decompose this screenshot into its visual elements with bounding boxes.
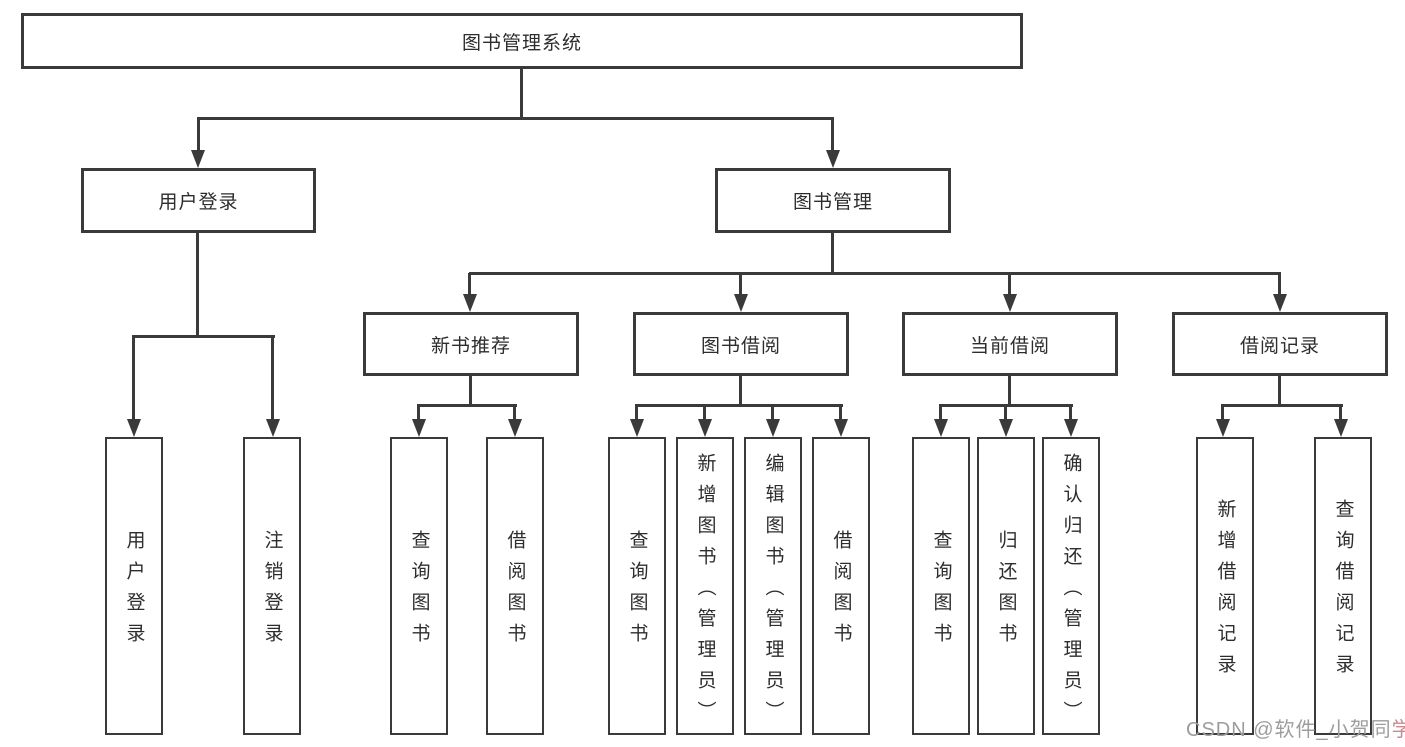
arrow-down-icon: [508, 419, 522, 437]
arrow-down-icon: [127, 419, 141, 437]
node-new-book-recommend: 新书推荐: [363, 312, 579, 376]
arrow-down-icon: [1334, 419, 1348, 437]
connector-line: [831, 233, 834, 275]
leaf-logout: 注销登录: [243, 437, 301, 735]
arrow-down-icon: [834, 419, 848, 437]
leaf-add-book-admin: 新增图书（管理员）: [676, 437, 734, 735]
leaf-edit-book-admin-label: 编辑图书（管理员）: [762, 452, 784, 732]
leaf-query-books-borrowing-label: 查询图书: [626, 530, 648, 654]
node-user-login-label: 用户登录: [158, 192, 239, 213]
leaf-query-books-current: 查询图书: [912, 437, 970, 735]
connector-line: [1278, 376, 1281, 406]
connector-line: [831, 118, 834, 152]
arrow-down-icon: [463, 294, 477, 312]
arrow-down-icon: [734, 294, 748, 312]
node-book-borrowing: 图书借阅: [633, 312, 849, 376]
leaf-borrow-books-recommend: 借阅图书: [486, 437, 544, 735]
connector-line: [132, 335, 135, 421]
connector-line: [1278, 273, 1281, 296]
connector-line: [468, 273, 471, 296]
node-book-management: 图书管理: [715, 168, 951, 233]
connector-line: [197, 118, 200, 152]
node-new-book-recommend-label: 新书推荐: [430, 335, 511, 357]
leaf-query-books-recommend-label: 查询图书: [408, 530, 430, 654]
connector-line: [771, 404, 774, 421]
arrow-down-icon: [1273, 294, 1287, 312]
arrow-down-icon: [1003, 294, 1017, 312]
connector-line: [939, 404, 942, 421]
node-book-borrowing-label: 图书借阅: [700, 335, 781, 357]
connector-line: [739, 376, 742, 406]
connector-line: [1069, 404, 1072, 421]
connector-line: [513, 404, 516, 421]
connector-line: [132, 335, 275, 338]
leaf-query-books-borrowing: 查询图书: [608, 437, 666, 735]
connector-line: [1008, 273, 1011, 296]
leaf-return-book-label: 归还图书: [995, 530, 1017, 654]
connector-line: [417, 404, 420, 421]
node-borrowing-records: 借阅记录: [1172, 312, 1388, 376]
leaf-query-books-current-label: 查询图书: [930, 530, 952, 654]
csdn-watermark-text: CSDN @软件_小贺同: [1186, 719, 1392, 741]
arrow-down-icon: [412, 419, 426, 437]
arrow-down-icon: [266, 419, 280, 437]
leaf-logout-label: 注销登录: [261, 530, 283, 654]
connector-line: [635, 404, 638, 421]
node-root: 图书管理系统: [21, 13, 1023, 69]
node-current-borrowing-label: 当前借阅: [969, 335, 1050, 357]
arrow-down-icon: [1064, 419, 1078, 437]
connector-line: [739, 273, 742, 296]
connector-line: [520, 69, 523, 118]
arrow-down-icon: [999, 419, 1013, 437]
leaf-query-borrow-record-label: 查询借阅记录: [1332, 499, 1354, 685]
node-book-management-label: 图书管理: [792, 192, 873, 213]
leaf-edit-book-admin: 编辑图书（管理员）: [744, 437, 802, 735]
leaf-borrow-books-borrowing: 借阅图书: [812, 437, 870, 735]
leaf-add-borrow-record: 新增借阅记录: [1196, 437, 1254, 735]
leaf-add-borrow-record-label: 新增借阅记录: [1214, 499, 1236, 685]
node-root-label: 图书管理系统: [461, 32, 582, 54]
leaf-query-borrow-record: 查询借阅记录: [1314, 437, 1372, 735]
leaf-query-books-recommend: 查询图书: [390, 437, 448, 735]
connector-line: [469, 272, 1281, 275]
arrow-down-icon: [766, 419, 780, 437]
leaf-confirm-return-admin: 确认归还（管理员）: [1042, 437, 1100, 735]
connector-line: [196, 233, 199, 338]
connector-line: [271, 335, 274, 421]
leaf-user-login-label: 用户登录: [123, 530, 145, 654]
connector-line: [417, 404, 517, 407]
leaf-confirm-return-admin-label: 确认归还（管理员）: [1060, 452, 1082, 732]
leaf-add-book-admin-label: 新增图书（管理员）: [694, 452, 716, 732]
csdn-watermark: CSDN @软件_小贺同学: [1186, 713, 1405, 742]
arrow-down-icon: [191, 150, 205, 168]
arrow-down-icon: [1216, 419, 1230, 437]
node-current-borrowing: 当前借阅: [902, 312, 1118, 376]
connector-line: [1339, 404, 1342, 421]
connector-line: [1221, 404, 1343, 407]
arrow-down-icon: [698, 419, 712, 437]
connector-line: [197, 117, 834, 120]
leaf-return-book: 归还图书: [977, 437, 1035, 735]
node-borrowing-records-label: 借阅记录: [1239, 335, 1320, 357]
csdn-watermark-accent: 学: [1391, 719, 1405, 741]
leaf-user-login: 用户登录: [105, 437, 163, 735]
leaf-borrow-books-recommend-label: 借阅图书: [504, 530, 526, 654]
node-user-login: 用户登录: [81, 168, 316, 233]
leaf-borrow-books-borrowing-label: 借阅图书: [830, 530, 852, 654]
connector-line: [1221, 404, 1224, 421]
arrow-down-icon: [934, 419, 948, 437]
connector-line: [703, 404, 706, 421]
connector-line: [469, 376, 472, 406]
connector-line: [1008, 376, 1011, 406]
connector-line: [839, 404, 842, 421]
connector-line: [1004, 404, 1007, 421]
connector-line: [635, 404, 843, 407]
arrow-down-icon: [630, 419, 644, 437]
arrow-down-icon: [826, 150, 840, 168]
